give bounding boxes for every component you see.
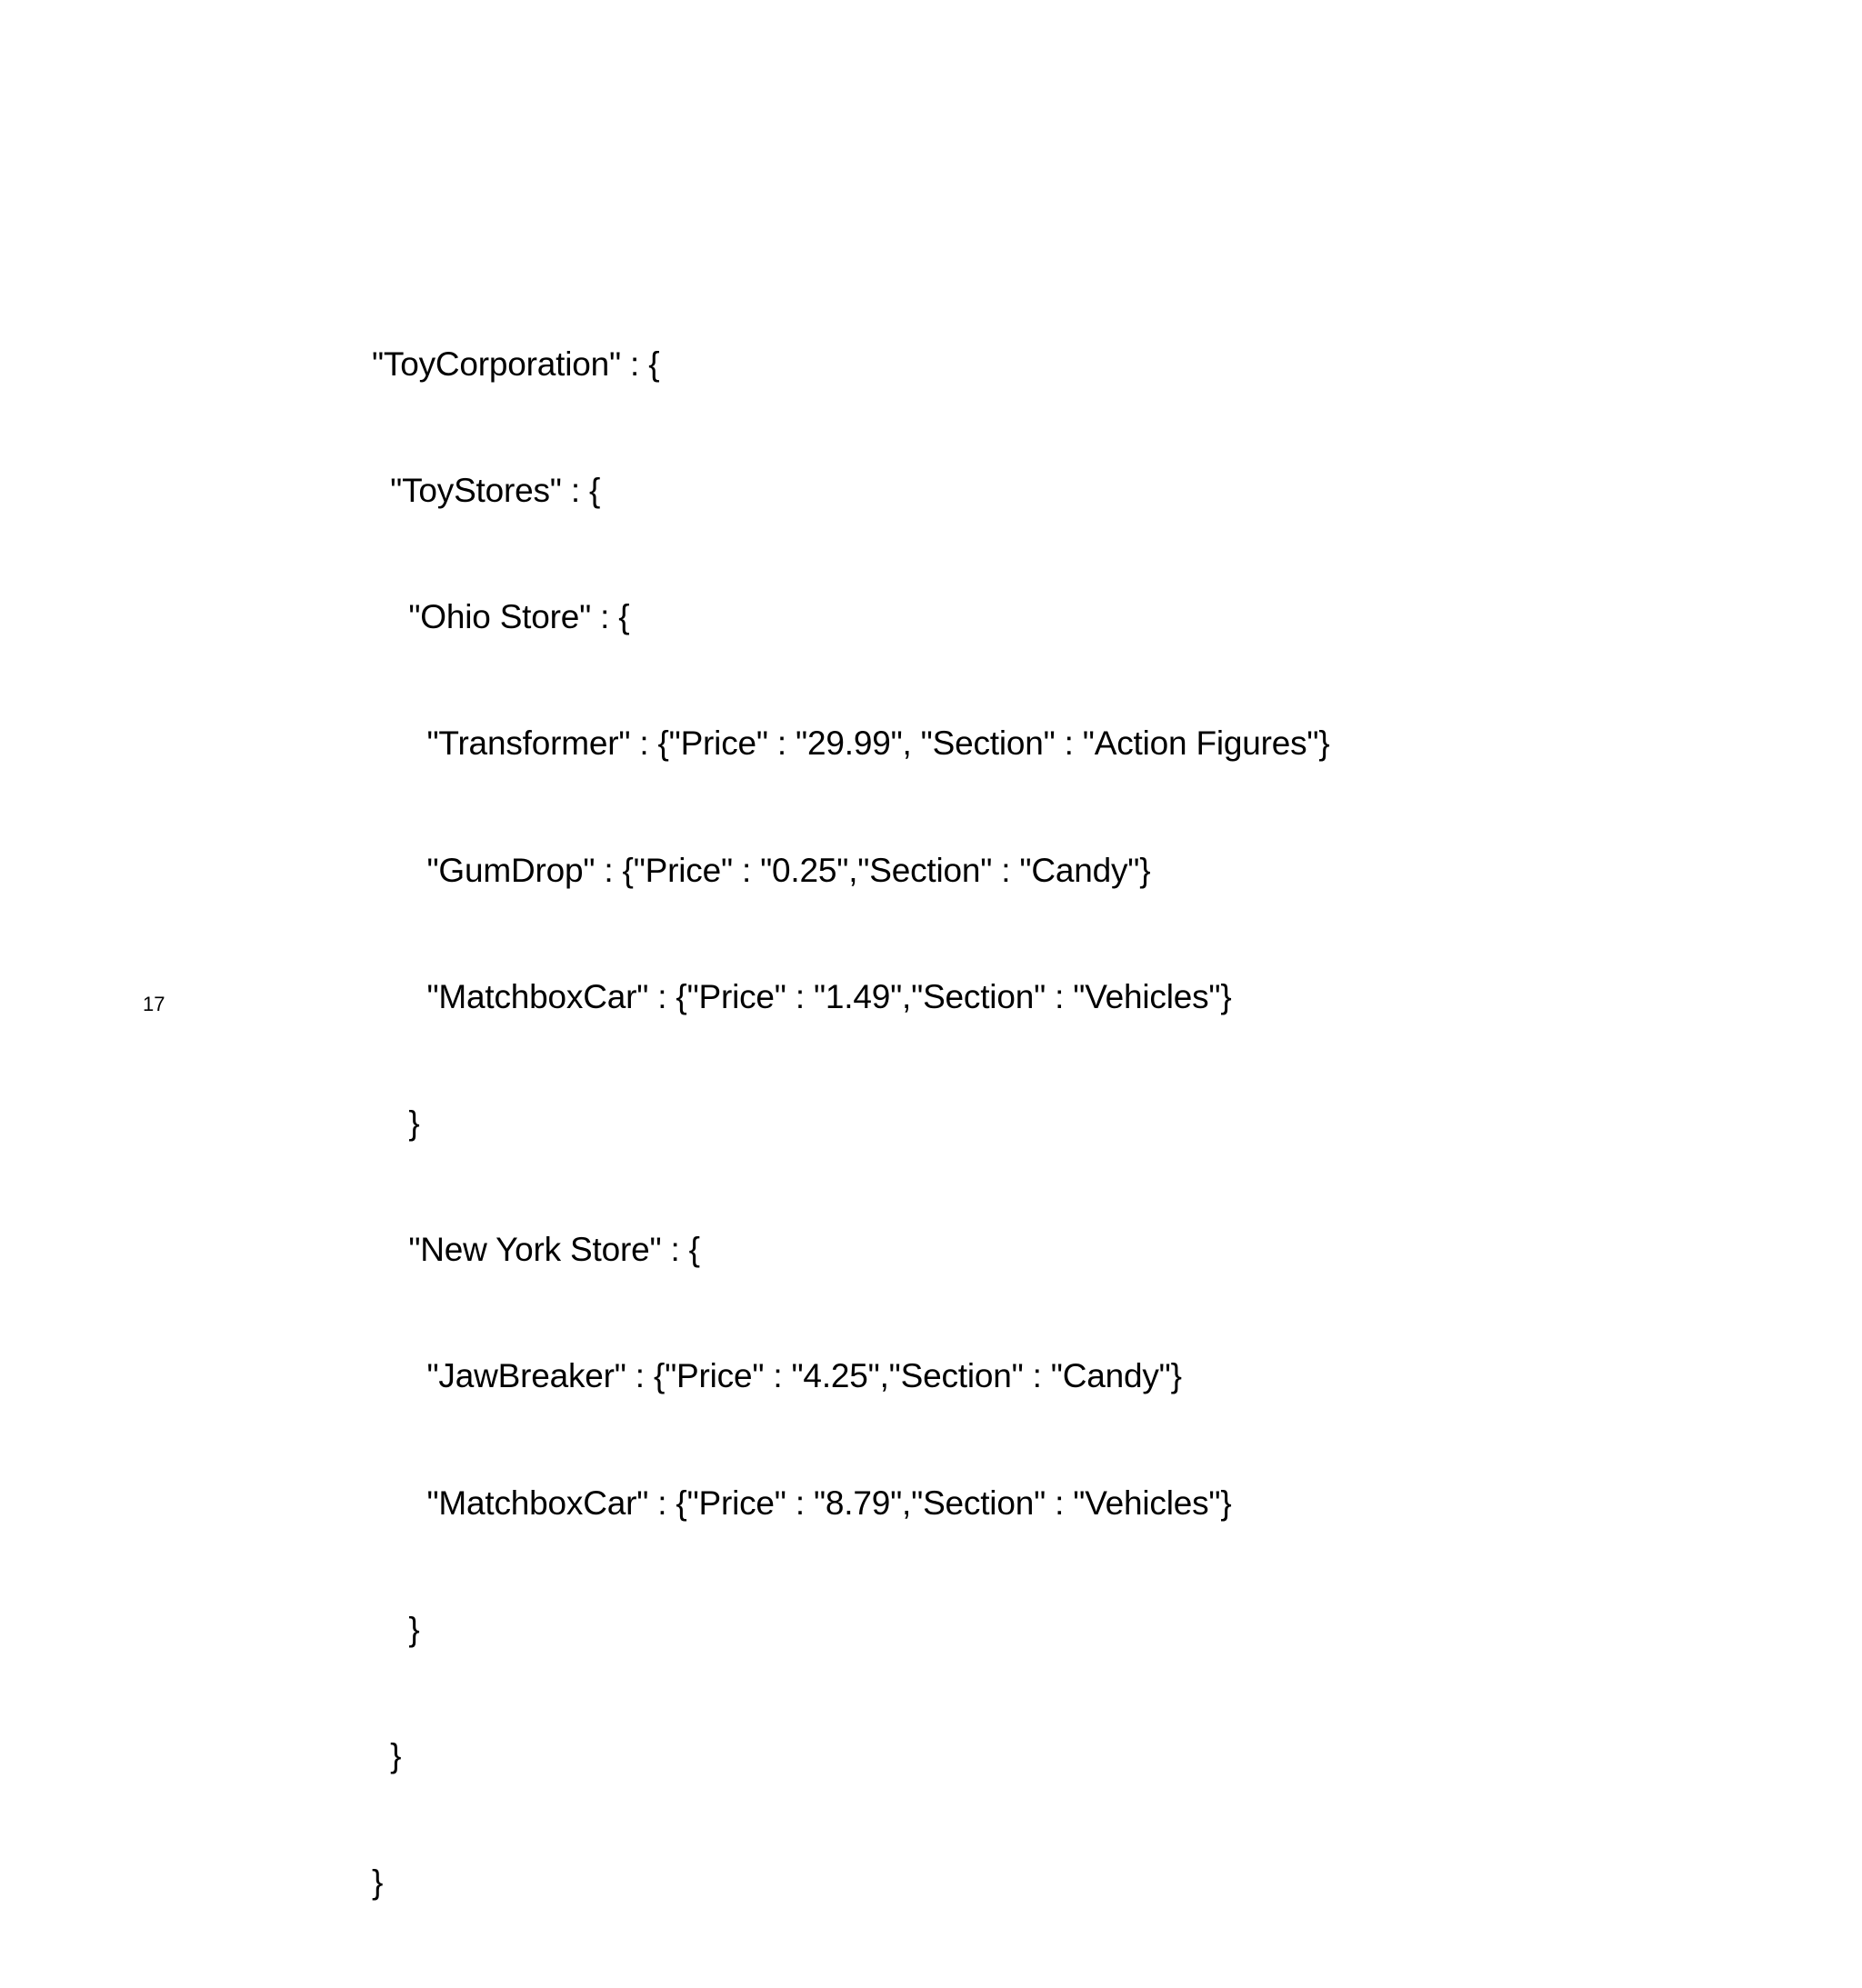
code-line: } bbox=[372, 1863, 384, 1902]
page-number: 17 bbox=[143, 993, 165, 1015]
code-line: "JawBreaker" : {"Price" : "4.25","Sectio… bbox=[372, 1357, 1182, 1395]
code-line: "ToyStores" : { bbox=[372, 472, 601, 510]
code-line: "GumDrop" : {"Price" : "0.25","Section" … bbox=[372, 851, 1151, 889]
code-line: "Transformer" : {"Price" : "29.99", "Sec… bbox=[372, 724, 1330, 763]
code-line: "New York Store" : { bbox=[372, 1231, 700, 1269]
slide: "ToyCorporation" : { "ToyStores" : { "Oh… bbox=[143, 345, 1330, 1902]
code-line: } bbox=[372, 1737, 402, 1775]
code-line: "ToyCorporation" : { bbox=[372, 345, 660, 383]
code-line: "MatchboxCar" : {"Price" : "1.49","Secti… bbox=[372, 977, 1232, 1015]
json-code-block: "ToyCorporation" : { "ToyStores" : { "Oh… bbox=[372, 259, 1330, 1988]
code-line: } bbox=[372, 1104, 420, 1143]
code-line: "MatchboxCar" : {"Price" : "8.79","Secti… bbox=[372, 1484, 1232, 1522]
code-line: "Ohio Store" : { bbox=[372, 598, 630, 636]
code-line: } bbox=[372, 1610, 420, 1648]
